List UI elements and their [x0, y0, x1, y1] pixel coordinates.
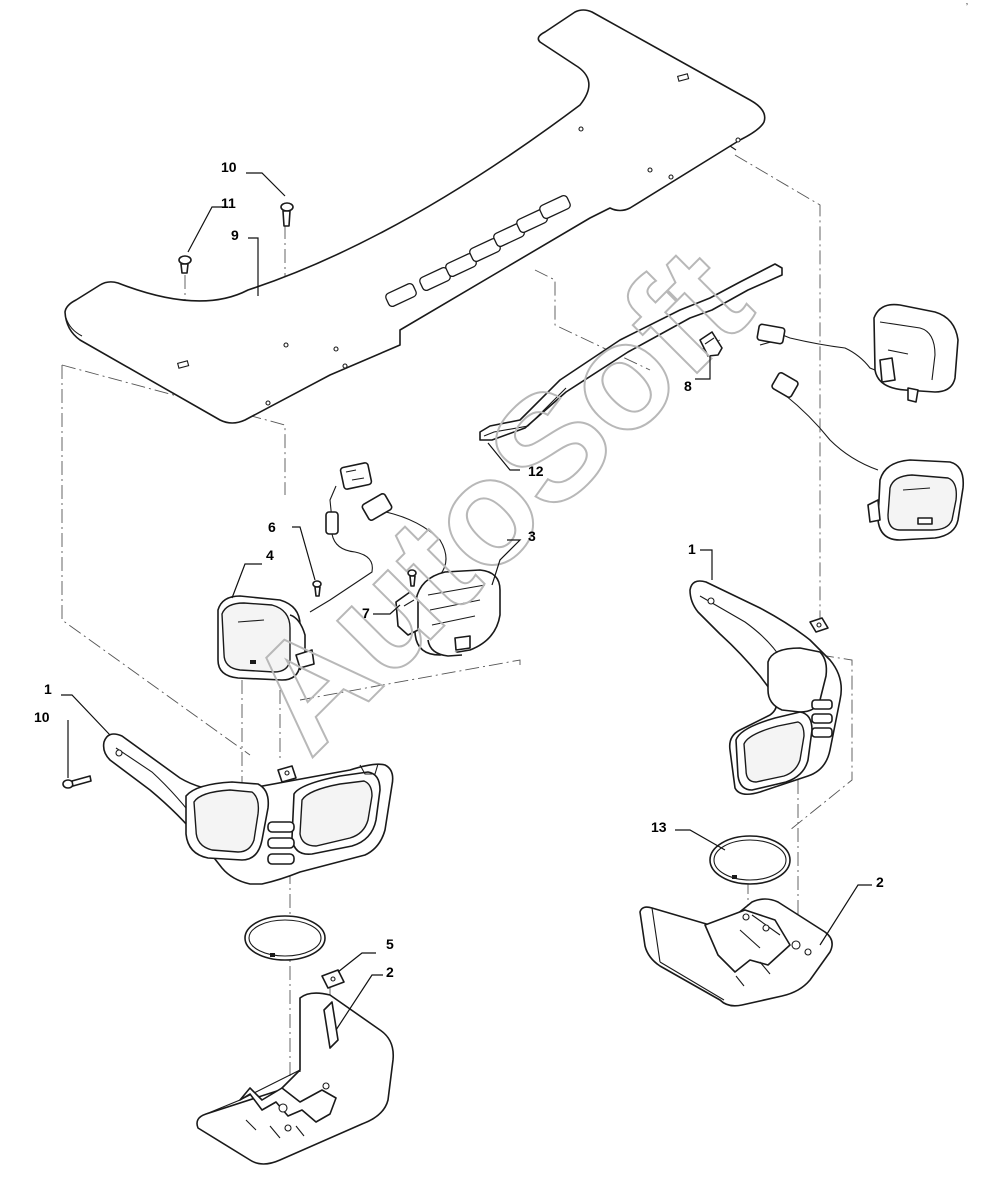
callout-labels: 10 11 9 12 8 3 6 4 7 1 1 10 13 2 5 2	[34, 159, 884, 980]
left-lamp-3	[414, 569, 501, 657]
left-lamp-4	[217, 595, 315, 681]
gasket-right	[709, 835, 791, 885]
callout-2-bottom: 2	[386, 964, 394, 980]
callout-8: 8	[684, 378, 692, 394]
callout-7: 7	[362, 605, 370, 621]
right-upper-lamp	[873, 303, 959, 403]
right-lower-lamp	[867, 459, 965, 541]
gasket-left	[244, 915, 326, 961]
right-lamp-harness	[756, 323, 881, 471]
roof-vent-slots	[385, 194, 571, 308]
callout-11: 11	[221, 195, 236, 211]
roof-panel	[64, 9, 766, 424]
callout-4: 4	[266, 547, 274, 563]
corner-mark: ʼ	[966, 2, 968, 12]
housing-right	[639, 898, 833, 1007]
clip-5	[321, 969, 345, 989]
left-lamp-harness	[309, 462, 447, 613]
alignment-lines	[61, 154, 853, 1125]
callout-13: 13	[651, 819, 667, 835]
nut-clip-right	[809, 617, 829, 633]
callout-6: 6	[268, 519, 276, 535]
nut-clip-left	[277, 765, 297, 783]
leader-lines	[61, 172, 872, 1031]
callout-1-left: 1	[44, 681, 52, 697]
callout-10-left: 10	[34, 709, 50, 725]
callout-10-top: 10	[221, 159, 237, 175]
screw-10-top	[280, 202, 294, 227]
left-bezel	[102, 733, 394, 885]
roof-mounting-holes	[176, 73, 741, 406]
screw-6	[312, 580, 322, 597]
callout-3: 3	[528, 528, 536, 544]
bracket-7	[395, 569, 419, 636]
callout-1-right: 1	[688, 541, 696, 557]
callout-12: 12	[528, 463, 544, 479]
right-bezel	[689, 580, 843, 796]
callout-9: 9	[231, 227, 239, 243]
housing-bottom	[196, 992, 395, 1165]
callout-2-right: 2	[876, 874, 884, 890]
screw-11	[178, 255, 192, 274]
screw-10-left	[62, 775, 92, 789]
seal-strip	[479, 263, 783, 441]
callout-5: 5	[386, 936, 394, 952]
connector-right	[699, 331, 723, 357]
